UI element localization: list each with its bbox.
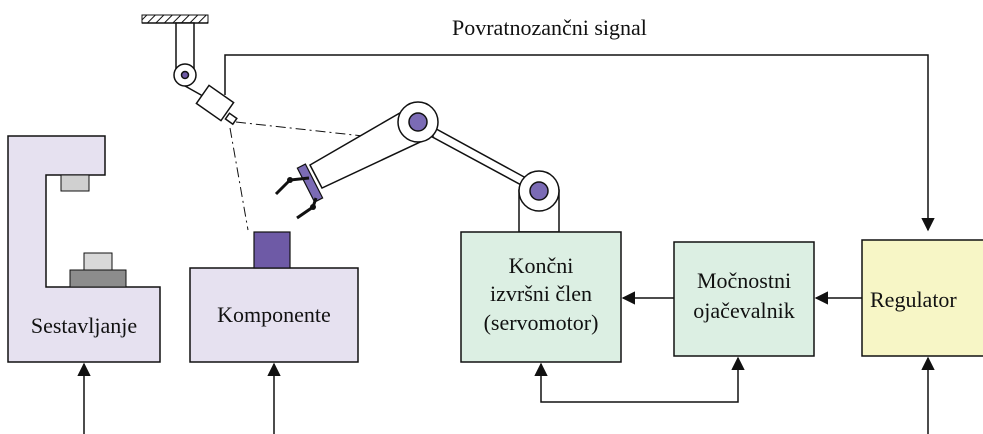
wrist-plate [296,163,324,203]
camera-view-line [235,121,373,138]
inner-loop-line [534,356,745,403]
robot-joint [518,170,560,212]
regulator-block [861,239,983,357]
components-label: Komponente [217,302,331,327]
feedback-line [224,54,935,232]
workpiece-base [69,269,127,288]
actuator-label-line3: (servomotor) [484,310,599,335]
camera-icon [195,84,238,126]
assembly-label: Sestavljanje [31,313,137,338]
workpiece-top [83,252,113,271]
amplifier-block [673,241,815,357]
camera-view-line [229,127,249,231]
assembly-machine [7,135,161,363]
amplifier-label-line2: ojačevalnik [693,298,794,323]
robot-joint [397,101,439,143]
actuator-block [460,231,622,363]
feedback-signal-label: Povratnozančni signal [452,15,647,40]
regulator-label: Regulator [870,287,957,312]
ceiling-mount [141,14,209,24]
tool-block [60,174,90,192]
component-part [253,231,291,269]
components-block [189,267,359,363]
amplifier-label-line1: Močnostni [697,268,791,293]
actuator-label-line1: Končni [509,253,574,278]
actuator-label-line2: izvršni člen [490,281,592,306]
camera-arm [173,22,211,101]
